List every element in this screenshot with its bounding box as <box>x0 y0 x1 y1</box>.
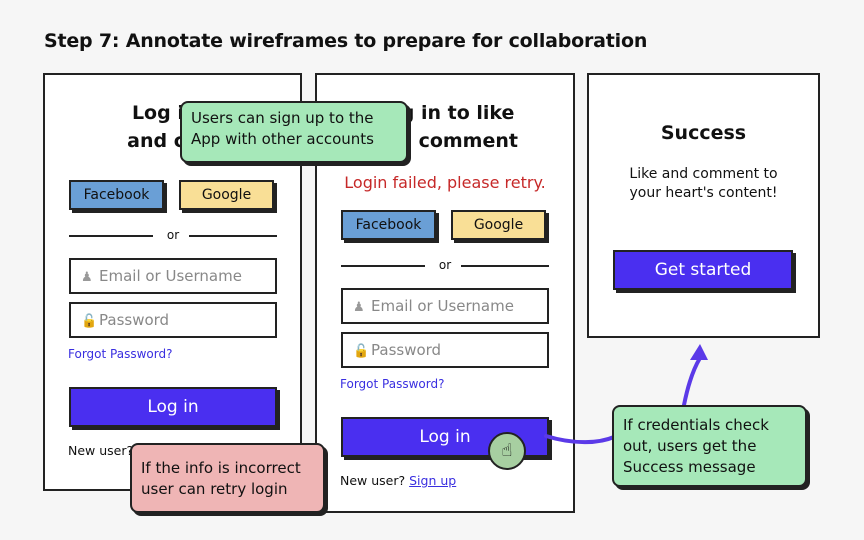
note-line: If credentials check <box>623 416 769 434</box>
google-button[interactable]: Google <box>451 210 546 240</box>
note-line: out, users get the <box>623 437 757 455</box>
new-user-label: New user? <box>340 473 406 488</box>
note-success: If credentials check out, users get the … <box>612 405 807 487</box>
or-divider: or <box>69 228 277 242</box>
success-line-2: your heart's content! <box>629 185 778 201</box>
email-placeholder: Email or Username <box>99 267 242 285</box>
note-line: user can retry login <box>141 480 288 498</box>
connector-line <box>544 434 616 445</box>
note-incorrect-info: If the info is incorrect user can retry … <box>130 443 325 513</box>
note-line: App with other accounts <box>191 130 374 148</box>
hand-pointer-icon: ☝ <box>488 432 526 470</box>
new-user-text: New user? Sign up <box>340 473 456 488</box>
page-heading: Step 7: Annotate wireframes to prepare f… <box>44 30 648 52</box>
email-field[interactable]: ♟ Email or Username <box>341 288 549 324</box>
or-text: or <box>166 228 180 242</box>
wireframe-login-default: Log in t and com Facebook Google or ♟Ema… <box>43 73 302 491</box>
sign-up-link[interactable]: Sign up <box>409 473 457 488</box>
or-text: or <box>438 258 452 272</box>
login-button[interactable]: Log in <box>69 387 277 427</box>
or-divider: or <box>341 258 549 272</box>
forgot-password-link[interactable]: Forgot Password? <box>68 347 173 361</box>
password-field[interactable]: 🔓Password <box>69 302 277 338</box>
facebook-button[interactable]: Facebook <box>341 210 436 240</box>
password-placeholder: Password <box>99 311 170 329</box>
lock-icon: 🔓 <box>81 314 98 329</box>
title-line-1: Log in to like <box>375 102 515 124</box>
google-button[interactable]: Google <box>179 180 274 210</box>
note-line: Success message <box>623 458 756 476</box>
arrow-shaft <box>682 356 702 407</box>
forgot-password-link[interactable]: Forgot Password? <box>340 377 445 391</box>
password-placeholder: Password <box>371 341 442 359</box>
success-title: Success <box>660 122 747 144</box>
user-icon: ♟ <box>353 300 365 315</box>
success-message: Like and comment to your heart's content… <box>589 165 818 203</box>
lock-icon: 🔓 <box>353 344 370 359</box>
arrow-head <box>690 344 708 360</box>
user-icon: ♟ <box>81 270 93 285</box>
facebook-button[interactable]: Facebook <box>69 180 164 210</box>
get-started-button[interactable]: Get started <box>613 250 793 290</box>
email-placeholder: Email or Username <box>371 297 514 315</box>
password-field[interactable]: 🔓Password <box>341 332 549 368</box>
new-user-text: New user? <box>68 443 134 458</box>
wireframe-success: Success Like and comment to your heart's… <box>587 73 820 338</box>
success-line-1: Like and comment to <box>629 166 778 182</box>
note-line: Users can sign up to the <box>191 109 374 127</box>
error-message: Login failed, please retry. <box>344 173 546 192</box>
note-signup: Users can sign up to the App with other … <box>180 101 408 163</box>
email-field[interactable]: ♟ Email or Username <box>69 258 277 294</box>
title-line-2: and comment <box>372 130 518 152</box>
note-line: If the info is incorrect <box>141 459 301 477</box>
screen-title: Log in to like and comment <box>317 99 573 155</box>
wireframe-login-failed: Log in to like and comment Login failed,… <box>315 73 575 513</box>
